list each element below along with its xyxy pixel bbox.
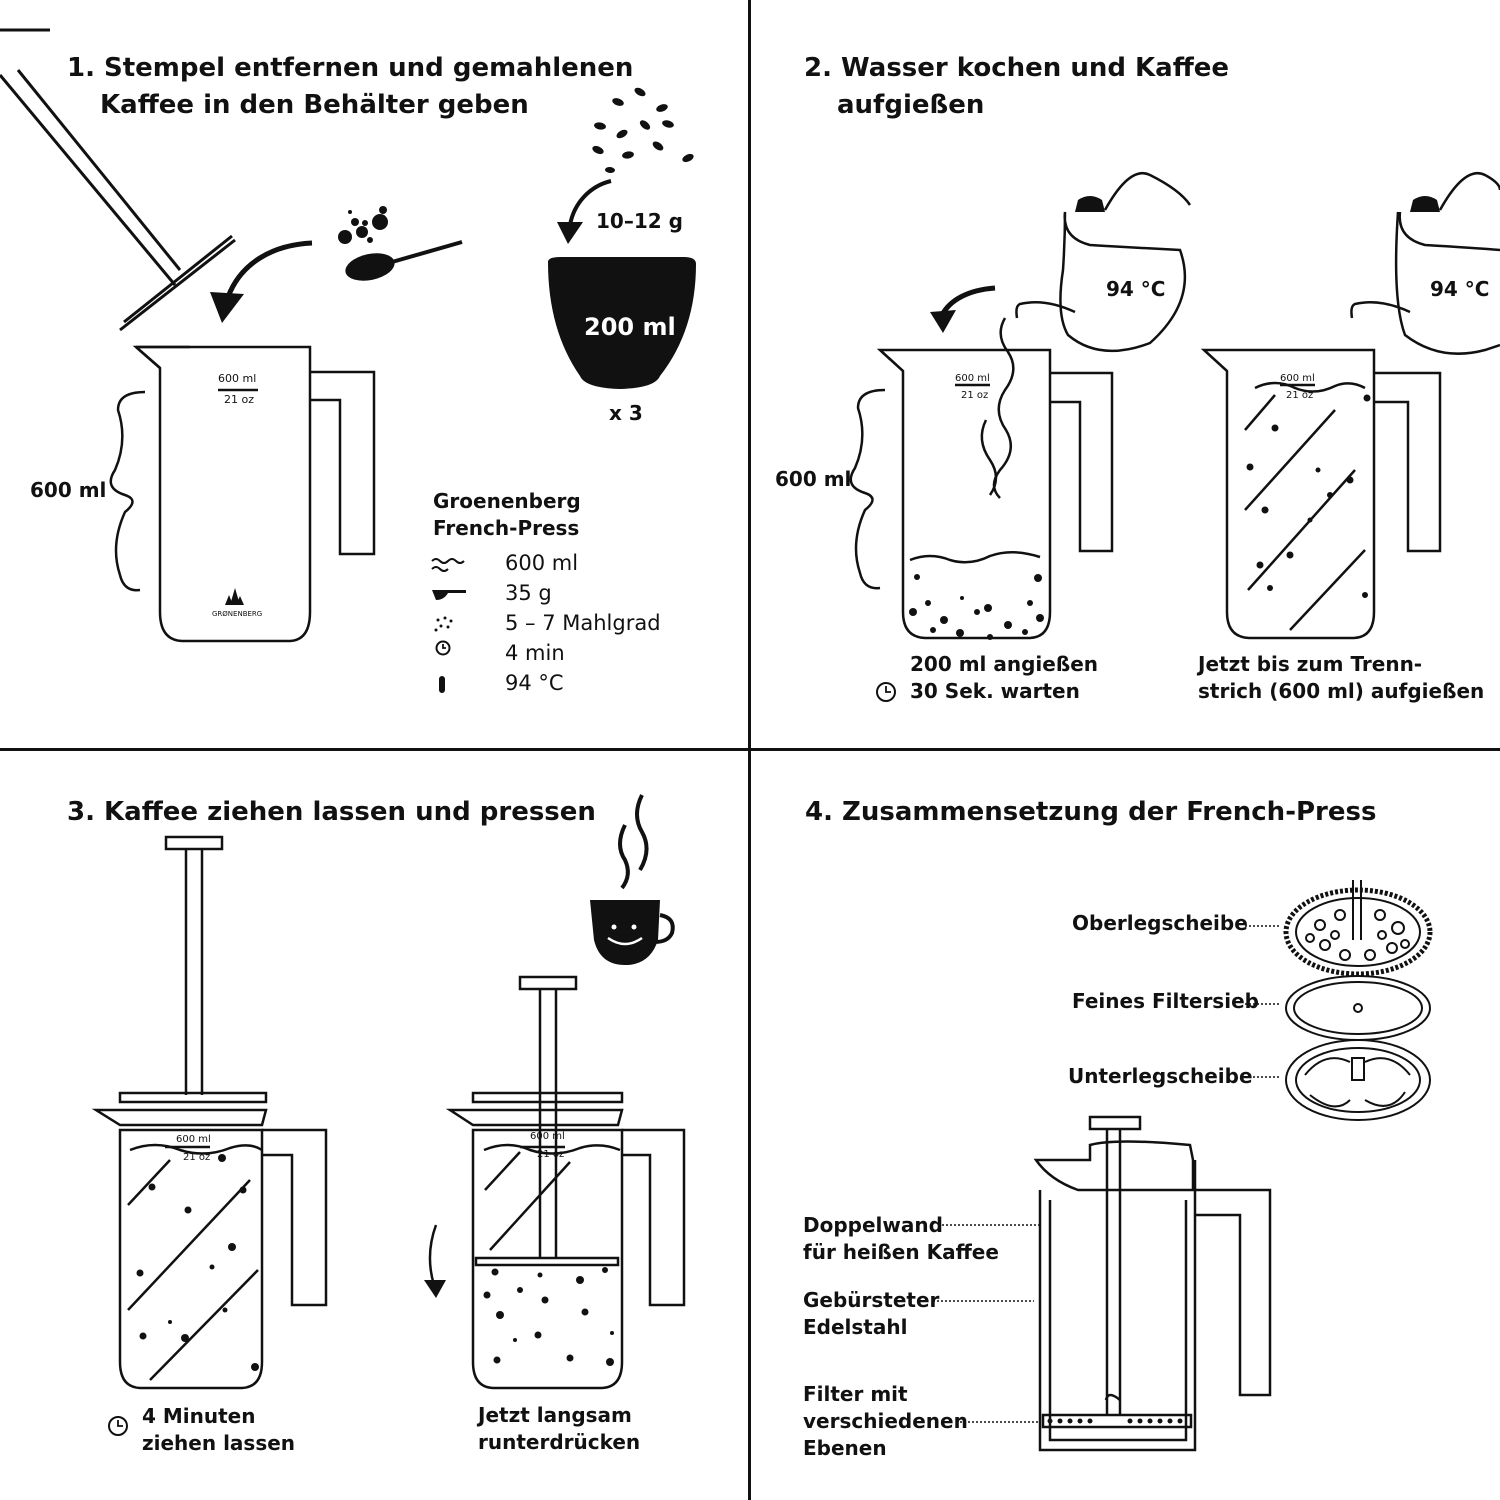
spec-title-line-2: French-Press <box>433 516 580 540</box>
capacity-label: 600 ml <box>30 478 107 502</box>
scale-ml-right: 600 ml <box>530 1131 565 1142</box>
scale-ml-left: 600 ml <box>955 373 990 384</box>
feature-1-line-2: für heißen Kaffee <box>803 1240 999 1264</box>
french-press-icon <box>109 345 376 643</box>
coffee-grounds-icon <box>909 574 1044 640</box>
clock-icon <box>435 640 451 656</box>
cup-multiplier-label: x 3 <box>609 401 643 425</box>
french-press-full-icon <box>1200 348 1442 640</box>
spoon-icon <box>338 206 463 281</box>
spec-row-time: 4 min <box>433 639 581 669</box>
brand-logo-icon <box>225 588 244 605</box>
kettle-temp-right: 94 °C <box>1430 277 1490 301</box>
french-press-icon <box>849 317 1114 640</box>
part-top-label: Oberlegscheibe <box>1072 911 1248 935</box>
step-1-title: 1. Stempel entfernen und gemahlenen Kaff… <box>67 50 633 124</box>
spec-list: Groenenberg French-Press 600 ml 35 g 5 –… <box>433 488 661 699</box>
step-2-title-line-1: 2. Wasser kochen und Kaffee <box>804 53 1230 83</box>
spec-row-grind: 5 – 7 Mahlgrad <box>433 609 661 639</box>
step-1-title-line-2: Kaffee in den Behälter geben <box>100 90 529 120</box>
scale-oz-left: 21 oz <box>183 1152 211 1163</box>
spec-volume: 600 ml <box>505 551 579 575</box>
step-1-title-line-1: 1. Stempel entfernen und gemahlenen <box>67 53 634 83</box>
scale-ml-label: 600 ml <box>218 372 257 385</box>
feature-3-line-1: Filter mit <box>803 1382 908 1406</box>
feature-3-line-2: verschiedenen <box>803 1409 968 1433</box>
caption-right-line-2: strich (600 ml) aufgießen <box>1198 679 1485 703</box>
spec-grind: 5 – 7 Mahlgrad <box>505 611 661 635</box>
arrow-icon <box>210 292 244 323</box>
step-4-title: 4. Zusammensetzung der French-Press <box>805 797 1377 827</box>
scale-ml-right: 600 ml <box>1280 373 1315 384</box>
feature-1-line-1: Doppelwand <box>803 1213 943 1237</box>
caption-left-line-1: 200 ml angießen <box>910 652 1099 676</box>
caption-left-line-2: ziehen lassen <box>142 1431 296 1455</box>
step-3-title: 3. Kaffee ziehen lassen und pressen <box>67 797 596 827</box>
kettle-icon <box>1350 172 1500 355</box>
grind-dots-icon <box>434 616 453 632</box>
step-2-title: 2. Wasser kochen und Kaffee aufgießen <box>804 50 1229 124</box>
feature-3-line-3: Ebenen <box>803 1436 887 1460</box>
caption-right-line-1: Jetzt bis zum Trenn- <box>1198 652 1423 676</box>
step-2-panel: 2. Wasser kochen und Kaffee aufgießen 94… <box>750 0 1500 750</box>
caption-left-line-2: 30 Sek. warten <box>910 679 1080 703</box>
step-2-illustration <box>849 172 1500 702</box>
thermometer-icon <box>439 676 445 693</box>
kettle-icon <box>1015 172 1192 353</box>
spec-title-line-1: Groenenberg <box>433 489 581 513</box>
coffee-cup-icon <box>590 900 660 965</box>
horizontal-divider <box>0 748 1500 751</box>
spec-time: 4 min <box>505 641 565 665</box>
feature-2-line-2: Edelstahl <box>803 1315 908 1339</box>
clock-icon <box>108 1416 128 1436</box>
feature-2-line-1: Gebürsteter <box>803 1288 940 1312</box>
step-2-title-line-2: aufgießen <box>837 90 985 120</box>
spec-temperature: 94 °C <box>505 671 564 695</box>
french-press-steeping-icon <box>91 835 328 1390</box>
top-disc-icon <box>1283 880 1433 977</box>
scale-oz-right: 21 oz <box>1286 390 1314 401</box>
brand-mark-label: GRØNENBERG <box>212 610 263 618</box>
measuring-cup-icon <box>548 257 696 389</box>
spec-row-volume: 600 ml <box>433 549 581 579</box>
part-middle-label: Feines Filtersieb <box>1072 989 1259 1013</box>
caption-right-line-2: runterdrücken <box>478 1430 641 1454</box>
bottom-disc-icon <box>1285 1039 1431 1121</box>
spec-row-amount: 35 g <box>433 579 581 609</box>
scale-oz-label: 21 oz <box>224 393 254 406</box>
step-4-illustration <box>933 880 1433 1452</box>
kettle-temp-left: 94 °C <box>1106 277 1166 301</box>
caption-left-line-1: 4 Minuten <box>142 1404 256 1428</box>
scale-oz-left: 21 oz <box>961 390 989 401</box>
steam-icon <box>618 794 649 890</box>
capacity-label: 600 ml <box>775 467 852 491</box>
clock-icon <box>876 682 896 702</box>
step-3-panel: 3. Kaffee ziehen lassen und pressen 600 … <box>0 750 750 1500</box>
cup-volume-label: 200 ml <box>584 313 676 341</box>
scale-oz-right: 21 oz <box>537 1149 565 1160</box>
spec-amount: 35 g <box>505 581 552 605</box>
step-1-illustration <box>0 28 696 693</box>
leader-lines <box>933 925 1280 1423</box>
step-3-illustration <box>91 794 686 1436</box>
part-bottom-label: Unterlegscheibe <box>1068 1064 1253 1088</box>
step-4-panel: 4. Zusammensetzung der French-Press Ober… <box>750 750 1500 1500</box>
beans-amount-label: 10–12 g <box>596 209 683 233</box>
coffee-scoop-icon <box>432 590 466 600</box>
caption-right-line-1: Jetzt langsam <box>478 1403 632 1427</box>
fine-filter-icon <box>1285 975 1431 1041</box>
step-1-panel: 1. Stempel entfernen und gemahlenen Kaff… <box>0 0 750 750</box>
french-press-assembly-icon <box>1033 1115 1272 1452</box>
spec-row-temperature: 94 °C <box>433 669 581 699</box>
water-wave-icon <box>431 558 465 572</box>
french-press-pressing-icon <box>428 975 686 1390</box>
coffee-beans-icon <box>592 87 694 174</box>
plunger-icon <box>0 28 236 332</box>
scale-ml-left: 600 ml <box>176 1134 211 1145</box>
